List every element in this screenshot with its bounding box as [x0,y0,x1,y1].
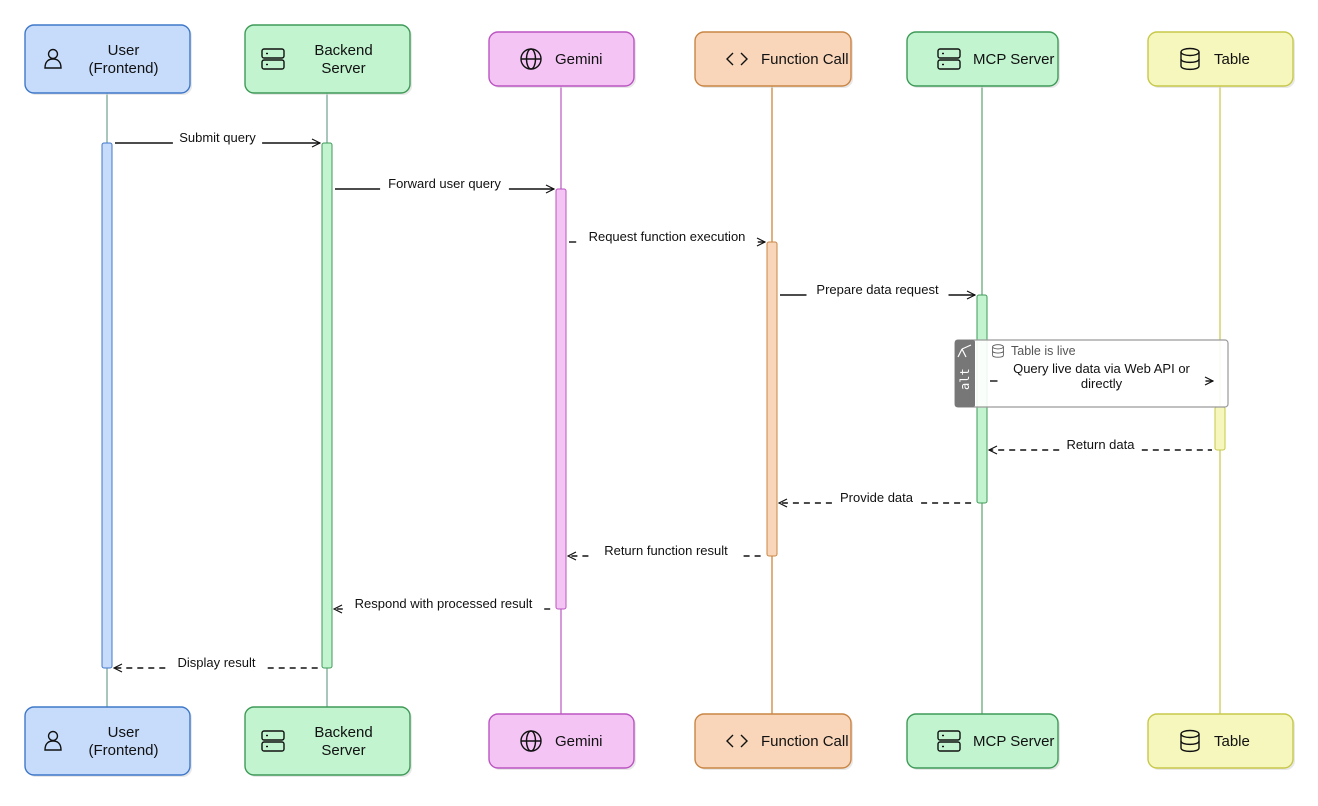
user-icon [44,48,62,69]
participant-label: Backend [314,724,372,741]
globe-icon [520,48,542,70]
activation-bar-table [1214,406,1226,451]
code-icon [726,734,748,748]
database-icon [1180,47,1200,71]
message-label: Prepare data request [816,282,939,297]
activation-bar-gemini [555,188,567,610]
participant-label: Backend [314,42,372,59]
message-label: Request function execution [589,229,746,244]
participant-user-header: User(Frontend) [24,24,192,95]
participant-label: Function Call [761,733,849,750]
message-2: Forward user query [335,176,554,191]
activation-bar-function [766,241,778,557]
participant-user-footer: User(Frontend) [24,706,192,777]
branch-icon [957,344,972,358]
participant-label: (Frontend) [88,742,158,759]
participant-label: MCP Server [973,51,1054,68]
participant-label: Table [1214,51,1250,68]
message-label: Return data [1067,437,1136,452]
server-icon [261,48,285,70]
activation-bar-backend [321,142,333,669]
participant-label: Server [321,60,365,77]
message-10: Display result [114,655,319,670]
alt-condition: Table is live [1011,344,1076,358]
participant-label: Gemini [555,733,603,750]
message-9: Respond with processed result [334,596,553,611]
alt-tag-label: alt [958,368,972,390]
participant-table-footer: Table [1147,713,1295,770]
message-1: Submit query [115,130,320,145]
participant-label: User [108,42,140,59]
participant-label: Function Call [761,51,849,68]
message-6: Return data [989,437,1212,452]
message-label: Forward user query [388,176,501,191]
participant-mcp-header: MCP Server [906,31,1060,88]
message-8: Return function result [568,543,764,558]
participant-mcp-footer: MCP Server [906,713,1060,770]
message-label: directly [1081,376,1123,391]
message-4: Prepare data request [780,282,975,297]
activation-bar-user [101,142,113,669]
participant-label: MCP Server [973,733,1054,750]
participant-label: User [108,724,140,741]
alt-tag-bar [955,340,975,407]
participant-gemini-footer: Gemini [488,713,636,770]
participant-function-header: Function Call [694,31,853,88]
participant-label: Server [321,742,365,759]
participant-label: (Frontend) [88,60,158,77]
message-7: Provide data [779,490,974,505]
database-icon [1180,729,1200,753]
participant-function-footer: Function Call [694,713,853,770]
message-3: Request function execution [569,229,765,244]
message-label: Query live data via Web API or [1013,361,1190,376]
code-icon [726,52,748,66]
message-label: Respond with processed result [355,596,533,611]
participant-gemini-header: Gemini [488,31,636,88]
server-icon [261,730,285,752]
message-label: Display result [177,655,255,670]
database-icon [992,344,1004,358]
participant-label: Gemini [555,51,603,68]
message-label: Return function result [604,543,728,558]
server-icon [937,730,961,752]
globe-icon [520,730,542,752]
alt-fragment: alt Table is live [954,339,1229,408]
participant-table-header: Table [1147,31,1295,88]
server-icon [937,48,961,70]
participant-label: Table [1214,733,1250,750]
user-icon [44,730,62,751]
message-label: Provide data [840,490,914,505]
message-label: Submit query [179,130,256,145]
